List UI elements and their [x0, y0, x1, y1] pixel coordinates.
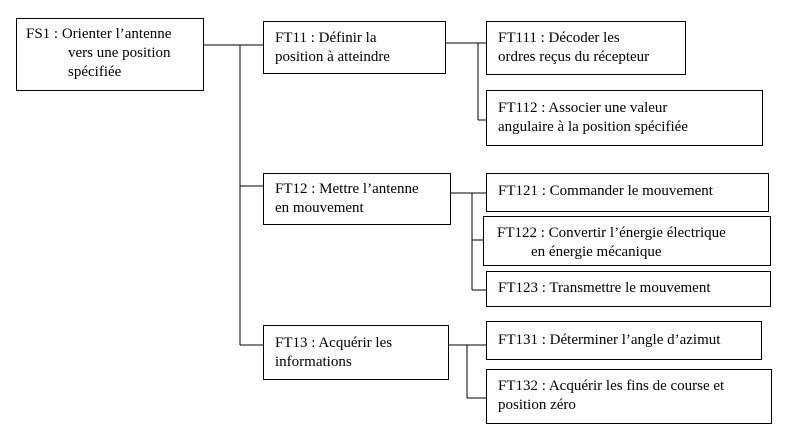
node-ft132-line-1: FT132 : Acquérir les fins de course et [498, 378, 725, 394]
node-ft132: FT132 : Acquérir les fins de course et p… [486, 369, 772, 424]
node-ft13: FT13 : Acquérir les informations [263, 325, 449, 380]
node-ft12-line-1: FT12 : Mettre l’antenne [275, 181, 419, 197]
node-ft11-line-1: FT11 : Définir la [275, 30, 377, 46]
node-ft122: FT122 : Convertir l’énergie électrique e… [483, 216, 771, 266]
node-ft12: FT12 : Mettre l’antenne en mouvement [263, 173, 451, 225]
node-ft11-line-2: position à atteindre [275, 49, 390, 65]
node-fs1-line-2: vers une position [68, 45, 171, 61]
node-ft112-line-1: FT112 : Associer une valeur [498, 100, 668, 116]
node-ft122-line-2: en énergie mécanique [531, 244, 662, 260]
node-ft13-line-2: informations [275, 354, 352, 370]
node-ft132-line-2: position zéro [498, 397, 576, 413]
node-ft131: FT131 : Déterminer l’angle d’azimut [486, 321, 762, 360]
node-ft111-line-1: FT111 : Décoder les [498, 30, 620, 46]
node-fs1-line-1: FS1 : Orienter l’antenne [26, 26, 172, 42]
node-ft121-line-1: FT121 : Commander le mouvement [498, 183, 713, 199]
node-ft123-line-1: FT123 : Transmettre le mouvement [498, 280, 711, 296]
node-ft121: FT121 : Commander le mouvement [486, 173, 769, 212]
node-ft111-line-2: ordres reçus du récepteur [498, 49, 650, 65]
node-ft122-line-1: FT122 : Convertir l’énergie électrique [497, 225, 726, 241]
node-ft11: FT11 : Définir la position à atteindre [263, 21, 446, 74]
node-ft12-line-2: en mouvement [275, 200, 364, 216]
node-fs1-line-3: spécifiée [68, 64, 122, 80]
node-ft13-line-1: FT13 : Acquérir les [275, 335, 393, 351]
node-ft111: FT111 : Décoder les ordres reçus du réce… [486, 21, 686, 75]
node-ft112-line-2: angulaire à la position spécifiée [498, 119, 688, 135]
node-ft123: FT123 : Transmettre le mouvement [486, 271, 771, 307]
node-ft112: FT112 : Associer une valeur angulaire à … [486, 90, 763, 146]
node-fs1: FS1 : Orienter l’antenne vers une positi… [16, 18, 204, 91]
node-ft131-line-1: FT131 : Déterminer l’angle d’azimut [498, 332, 721, 348]
